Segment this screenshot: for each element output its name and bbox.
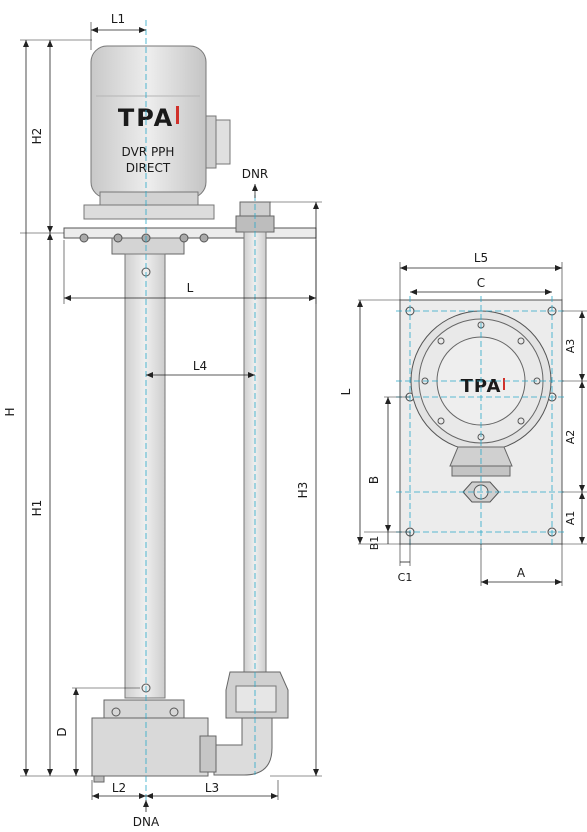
label-h2: H2 xyxy=(30,128,44,145)
motor-logo: TPA xyxy=(118,104,174,132)
plate-bolt xyxy=(179,233,189,243)
label-b1: B1 xyxy=(368,536,381,551)
discharge-pipe xyxy=(213,201,289,776)
label-a1: A1 xyxy=(564,511,577,526)
label-a3: A3 xyxy=(564,339,577,354)
plate-bolt xyxy=(199,233,209,243)
label-l1: L1 xyxy=(111,12,125,26)
side-view: TPA DVR PPH DIRECT xyxy=(3,12,322,829)
pump-casing xyxy=(91,699,217,783)
label-dna: DNA xyxy=(133,815,160,828)
label-l3: L3 xyxy=(205,781,219,795)
plan-view: TPA L5 C L xyxy=(339,251,587,586)
plate-bolt xyxy=(113,233,123,243)
label-a: A xyxy=(517,566,526,580)
plate-bolt xyxy=(79,233,89,243)
motor: TPA DVR PPH DIRECT xyxy=(83,45,231,220)
mounting-plate xyxy=(63,227,317,255)
label-l5: L5 xyxy=(474,251,488,265)
label-a2: A2 xyxy=(564,430,577,445)
motor-model-line2: DIRECT xyxy=(126,161,171,175)
label-l2: L2 xyxy=(112,781,126,795)
label-c: C xyxy=(477,276,485,290)
label-dnr: DNR xyxy=(242,167,269,181)
label-l4: L4 xyxy=(193,359,207,373)
logo-accent xyxy=(176,106,179,124)
column-pipe xyxy=(124,253,166,699)
label-c1: C1 xyxy=(398,571,413,584)
plan-logo-accent xyxy=(503,378,505,390)
label-plan-l: L xyxy=(339,388,353,395)
label-l: L xyxy=(187,281,194,295)
label-h1: H1 xyxy=(30,500,44,517)
motor-model-line1: DVR PPH xyxy=(122,145,175,159)
label-h3: H3 xyxy=(296,482,310,499)
label-b: B xyxy=(367,476,381,484)
label-h: H xyxy=(3,407,17,416)
plan-terminal-box xyxy=(449,446,513,467)
label-d: D xyxy=(55,727,69,736)
